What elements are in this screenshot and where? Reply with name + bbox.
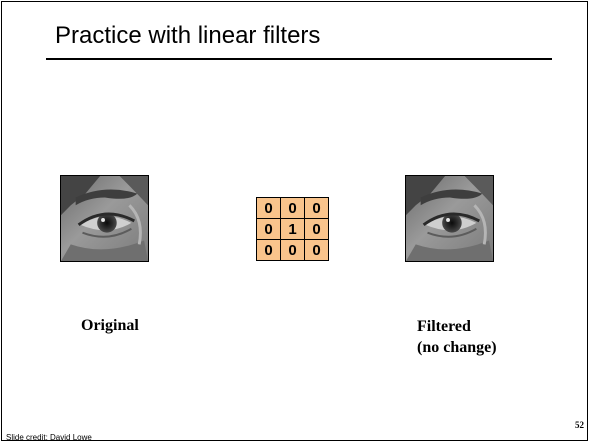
kernel-row: 0 1 0	[256, 218, 329, 240]
filtered-label: Filtered	[417, 318, 471, 335]
filter-kernel: 0 0 0 0 1 0 0 0 0	[256, 197, 329, 261]
filtered-sublabel: (no change)	[417, 339, 497, 356]
kernel-cell: 0	[280, 197, 305, 219]
kernel-row: 0 0 0	[256, 197, 329, 219]
kernel-cell: 0	[280, 239, 305, 261]
kernel-cell: 0	[256, 239, 281, 261]
page-number: 52	[575, 420, 584, 430]
kernel-cell: 0	[304, 239, 329, 261]
kernel-cell: 0	[304, 218, 329, 240]
slide-title: Practice with linear filters	[55, 22, 321, 49]
kernel-row: 0 0 0	[256, 239, 329, 261]
kernel-cell: 0	[304, 197, 329, 219]
slide-credit: Slide credit: David Lowe	[6, 433, 92, 442]
kernel-cell: 0	[256, 218, 281, 240]
kernel-cell: 1	[280, 218, 305, 240]
original-eye-image	[60, 175, 149, 262]
original-label: Original	[81, 317, 139, 334]
kernel-cell: 0	[256, 197, 281, 219]
title-underline	[46, 58, 552, 60]
filtered-eye-image	[405, 175, 494, 262]
